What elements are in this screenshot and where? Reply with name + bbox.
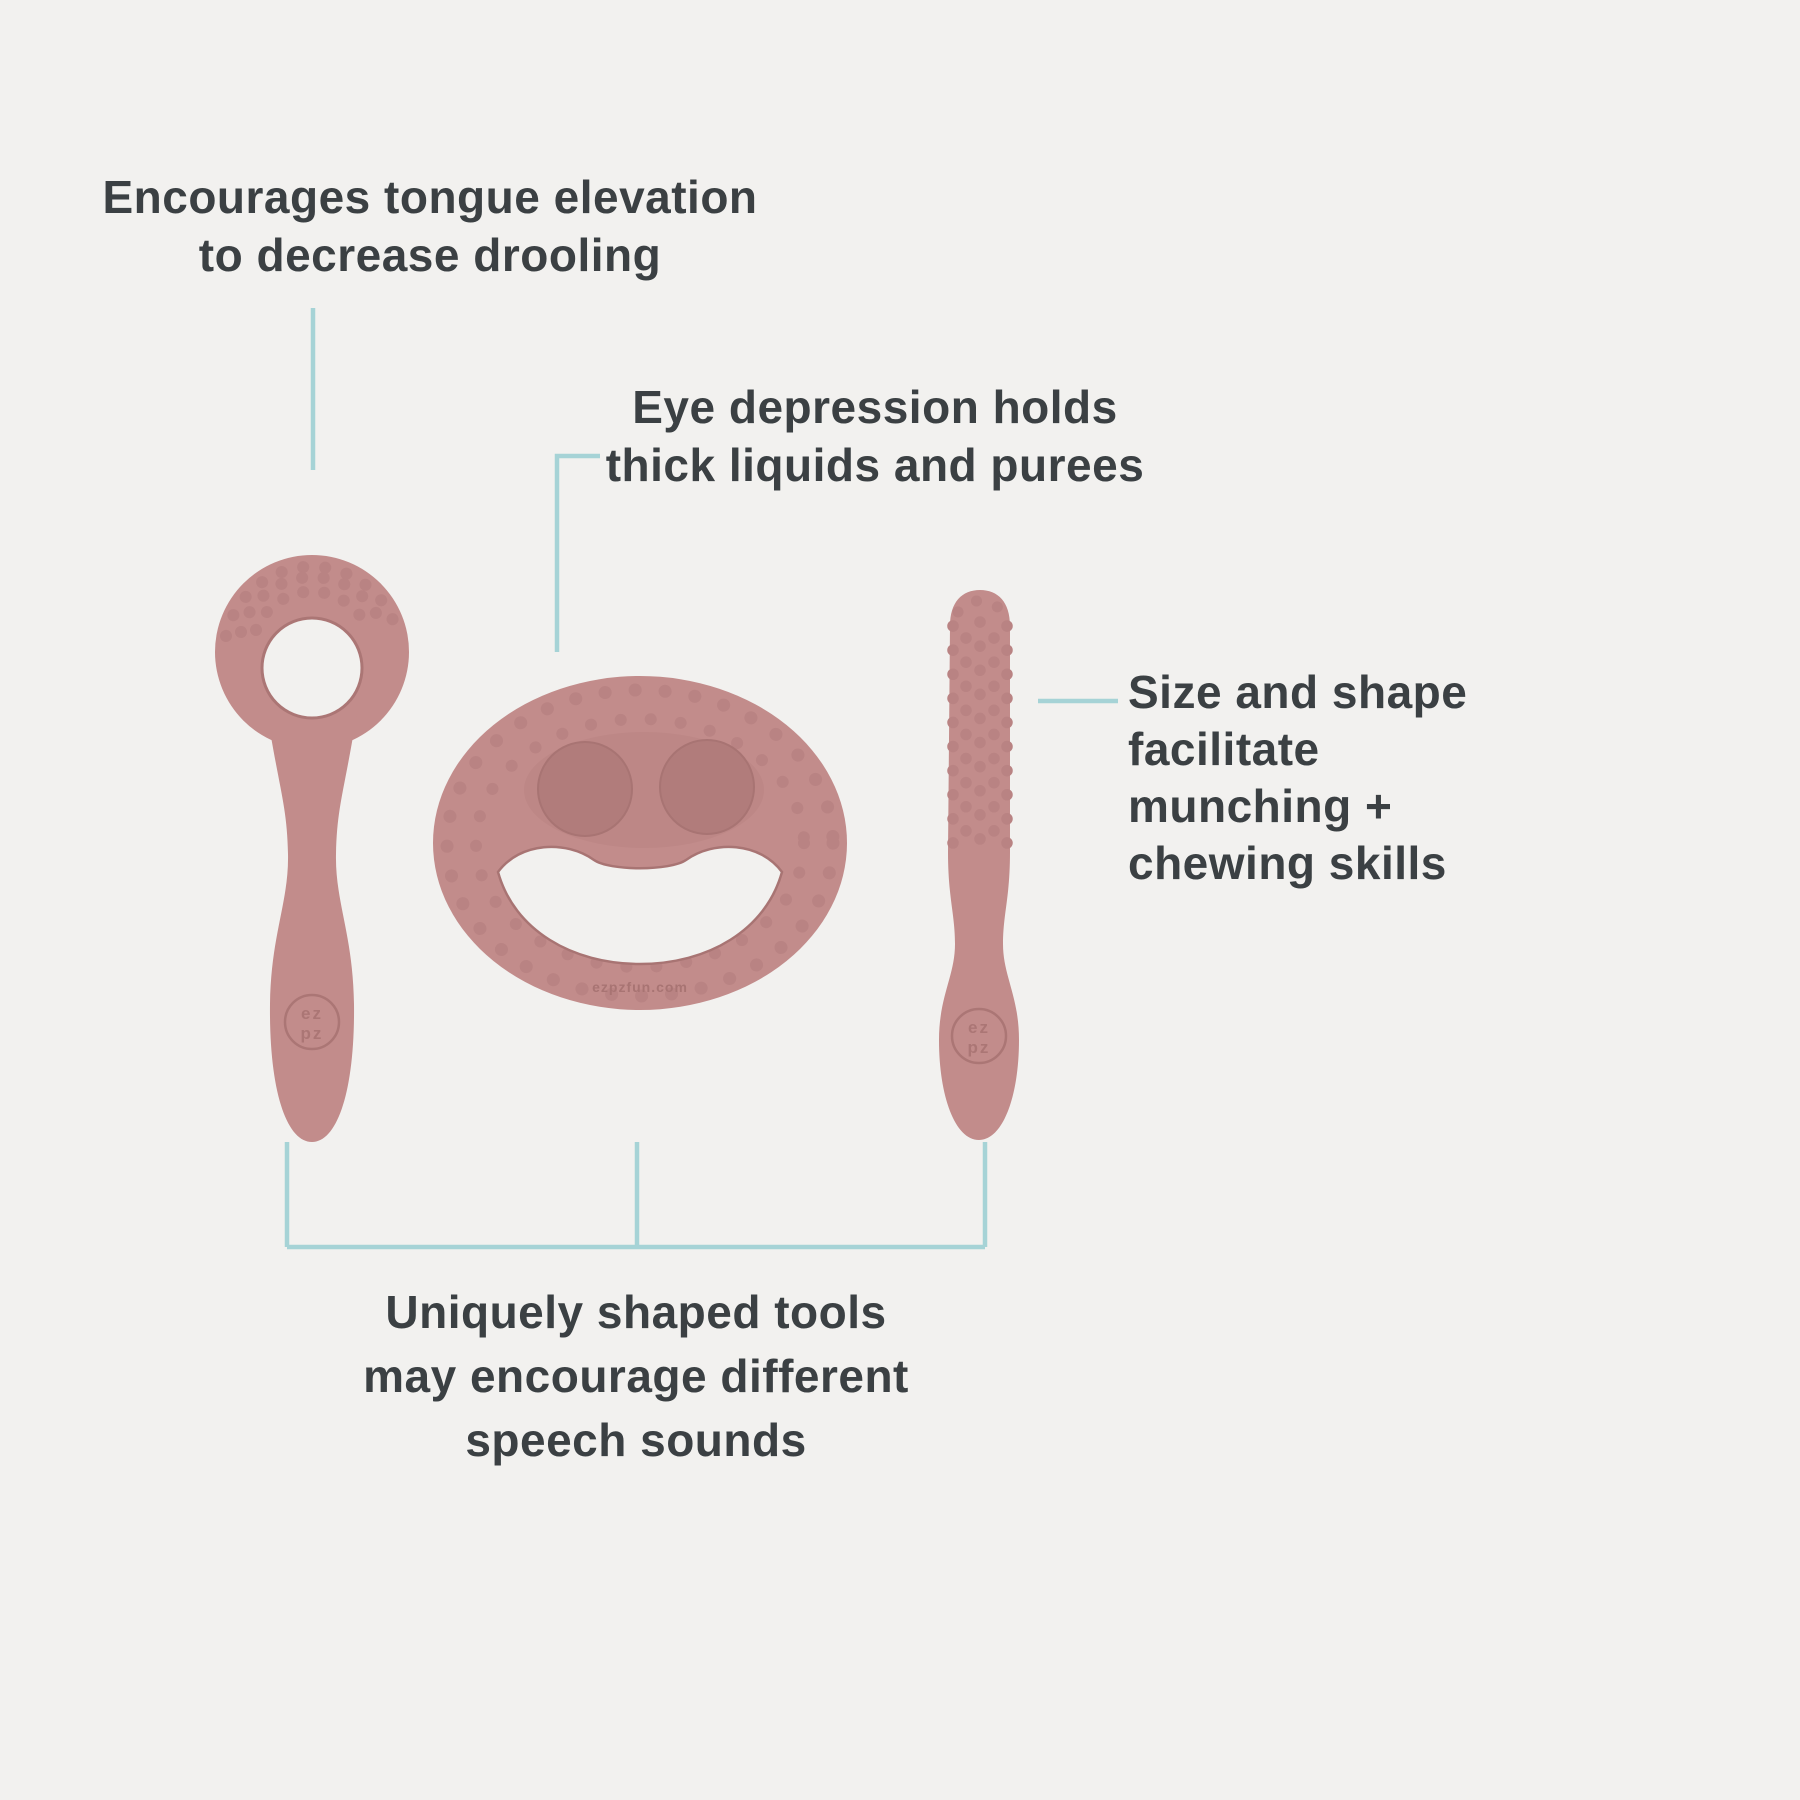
ring-wand-hole: [260, 616, 364, 720]
oval-teether-smile-opening: [496, 845, 784, 966]
ezpz-logo-text-bottom: pz: [301, 1024, 324, 1043]
ezpz-logo: ez pz: [283, 993, 341, 1051]
oval-teether-url-label: ezpzfun.com: [592, 979, 688, 995]
ezpz-logo-circle: [283, 993, 341, 1051]
oval-teether-eye-left: [537, 741, 633, 837]
callout-line: Uniquely shaped tools: [385, 1286, 887, 1338]
oval-teether-bumps-inner: [470, 713, 810, 973]
ring-wand-bumps-outer: [220, 560, 404, 642]
callout-line: to decrease drooling: [198, 229, 662, 281]
callout-line: Size and shape: [1128, 666, 1468, 718]
callout-line: facilitate: [1128, 723, 1320, 775]
ring-wand-handle: [266, 706, 358, 1142]
oval-teether-eye-right: [659, 739, 755, 835]
callout-line: Encourages tongue elevation: [102, 171, 758, 223]
sensory-stick-body: [939, 590, 1019, 1140]
oval-teether-tool: ezpzfun.com: [433, 676, 847, 1010]
oval-teether-bumps-outer: [440, 683, 840, 1003]
ezpz-logo: ez pz: [950, 1007, 1008, 1065]
ring-wand-bumps-inner: [250, 585, 374, 636]
callout-size-shape: Size and shape facilitate munching + che…: [1128, 664, 1558, 892]
leader-bracket-speech: [284, 1142, 988, 1250]
callout-speech-sounds: Uniquely shaped tools may encourage diff…: [250, 1280, 1022, 1472]
ezpz-logo-text-bottom: pz: [968, 1038, 991, 1057]
ezpz-logo-text-top: ez: [301, 1004, 323, 1023]
callout-eye-depression: Eye depression holds thick liquids and p…: [585, 378, 1165, 494]
ring-wand-tool: ez pz: [215, 555, 409, 1142]
callout-tongue-elevation: Encourages tongue elevation to decrease …: [50, 168, 810, 284]
callout-line: Eye depression holds: [632, 381, 1118, 433]
sensory-stick-cap-bumps: [952, 595, 1008, 618]
ezpz-logo-text-top: ez: [968, 1018, 990, 1037]
callout-line: speech sounds: [465, 1414, 807, 1466]
callout-line: chewing skills: [1128, 837, 1447, 889]
sensory-stick-tool: ez pz: [939, 590, 1019, 1140]
callout-line: may encourage different: [363, 1350, 909, 1402]
callout-line: munching +: [1128, 780, 1393, 832]
ezpz-logo-circle: [950, 1007, 1008, 1065]
leader-line-eye: [554, 453, 600, 652]
callout-line: thick liquids and purees: [605, 439, 1145, 491]
